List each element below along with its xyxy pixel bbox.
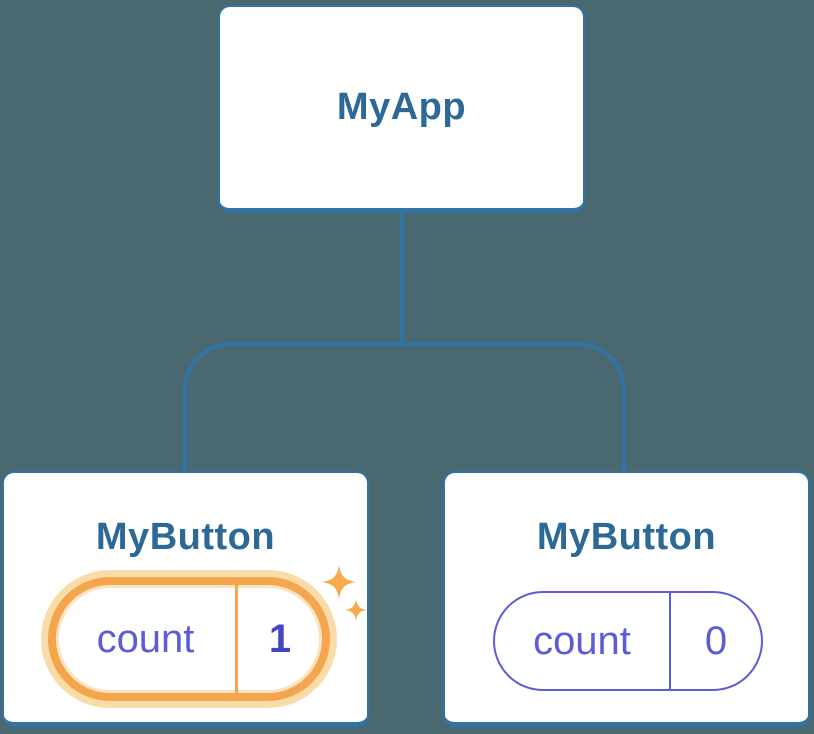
state-label: count bbox=[96, 616, 195, 661]
child-node-left: MyButton count 1 bbox=[2, 471, 369, 727]
child-node-right: MyButton count 0 bbox=[443, 471, 810, 727]
pill-divider bbox=[235, 585, 238, 693]
root-node-title: MyApp bbox=[336, 86, 467, 128]
child-node-title: MyButton bbox=[536, 516, 717, 558]
state-value: 0 bbox=[704, 618, 728, 663]
connector-stem bbox=[400, 211, 404, 344]
root-node: MyApp bbox=[218, 5, 585, 213]
sparkle-icon bbox=[322, 565, 367, 621]
child-node-title: MyButton bbox=[95, 516, 276, 558]
pill-divider bbox=[669, 593, 671, 689]
state-value: 1 bbox=[268, 616, 292, 661]
state-pill-highlighted: count 1 bbox=[48, 577, 330, 701]
state-label: count bbox=[533, 618, 631, 663]
state-pill: count 0 bbox=[493, 591, 763, 691]
connector-branch bbox=[183, 342, 626, 471]
